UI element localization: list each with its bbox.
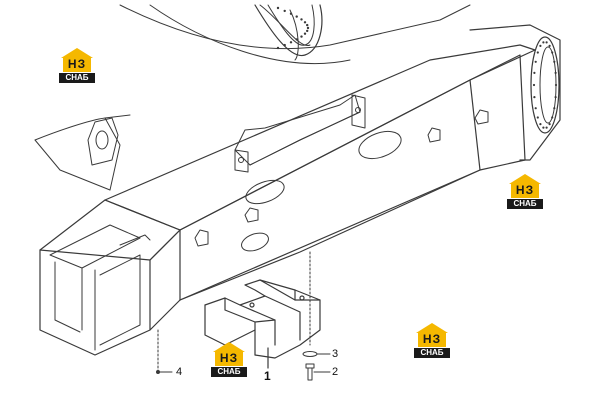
bolt-hole	[276, 6, 280, 10]
leader-4	[156, 329, 173, 374]
bolt-hole	[554, 96, 557, 99]
slewing-ring	[254, 4, 323, 57]
bolt-hole	[551, 51, 554, 54]
callout-4: 4	[176, 366, 183, 378]
bolt-hole	[553, 60, 556, 63]
bolt-hole	[554, 71, 557, 74]
bolt-hole	[539, 44, 542, 48]
box-end-detail	[49, 224, 151, 351]
main-beam	[39, 24, 561, 356]
watermark-logo: НЗ СНАБ	[57, 48, 97, 84]
bolt-hole	[554, 83, 558, 87]
bolt-hole	[306, 23, 309, 27]
watermark-logo: НЗ СНАБ	[505, 174, 545, 210]
bolt-hole	[551, 116, 554, 119]
bolt-hole	[532, 83, 536, 87]
part-2-bolt	[305, 363, 331, 381]
bolt-hole	[534, 60, 537, 63]
callout-1: 1	[264, 369, 271, 383]
bolt-hole	[300, 35, 303, 38]
bolt-hole	[542, 41, 545, 44]
bolt-hole	[545, 41, 548, 44]
bolt-hole	[536, 116, 539, 119]
bolt-hole	[536, 51, 539, 54]
watermark-logo: НЗ СНАБ	[412, 323, 452, 359]
bolt-hole	[306, 26, 310, 30]
right-ring	[530, 36, 560, 134]
bolt-hole	[289, 41, 293, 44]
bolt-hole	[542, 126, 545, 129]
bolt-hole	[534, 107, 537, 110]
part-3-washer	[302, 351, 331, 357]
bolt-hole	[295, 15, 298, 18]
bolt-hole	[283, 9, 286, 13]
bolt-hole	[289, 12, 293, 15]
brackets	[194, 94, 489, 247]
bolt-hole	[533, 96, 536, 99]
bolt-hole	[545, 126, 548, 129]
bolt-hole	[295, 38, 298, 41]
upper-frame	[34, 4, 471, 191]
bolt-hole	[548, 123, 551, 126]
part-1-guide-bracket	[204, 279, 321, 369]
left-lug	[87, 117, 119, 166]
bolt-hole	[300, 18, 303, 21]
watermark-logo: НЗ СНАБ	[209, 342, 249, 378]
bolt-hole	[553, 107, 556, 110]
bolt-hole	[539, 123, 542, 126]
callout-2: 2	[332, 366, 339, 378]
callout-3: 3	[332, 348, 339, 360]
bolt-hole	[283, 43, 286, 47]
bolt-hole	[303, 21, 307, 24]
bolt-hole	[306, 29, 309, 33]
bolt-hole	[276, 46, 280, 50]
bolt-hole	[548, 44, 551, 48]
beam-openings	[234, 94, 402, 252]
bolt-hole	[533, 71, 536, 74]
bolt-hole	[303, 32, 307, 35]
